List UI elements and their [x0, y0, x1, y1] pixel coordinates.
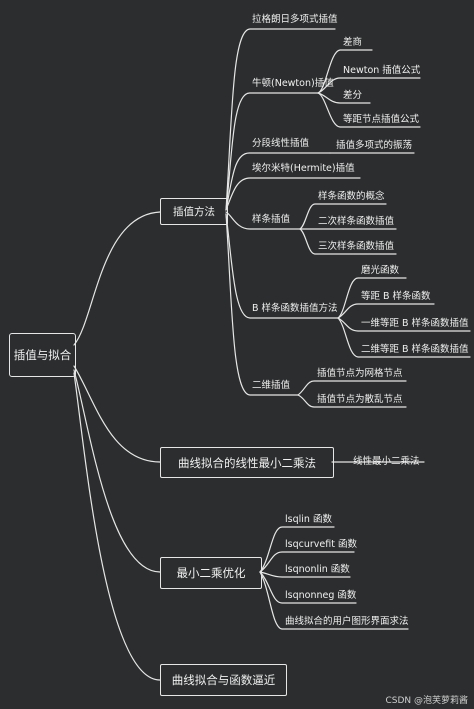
link-root-linfit [73, 365, 161, 463]
leaf-newton-formula[interactable]: Newton 插值公式 [343, 65, 421, 76]
node-2d-interpolation[interactable]: 二维插值 [252, 380, 291, 391]
leaf-lsqnonlin[interactable]: lsqnonlin 函数 [285, 564, 350, 575]
branch-least-squares-optimization[interactable]: 最小二乘优化 [160, 557, 262, 589]
leaf-curve-fitting-gui[interactable]: 曲线拟合的用户图形界面求法 [285, 616, 409, 627]
link-lsq-c1 [259, 551, 355, 573]
link-spline-c2 [299, 228, 397, 255]
link-root-lsq [73, 369, 161, 573]
branch-curve-fitting-approximation[interactable]: 曲线拟合与函数逼近 [160, 664, 287, 696]
leaf-lsqlin[interactable]: lsqlin 函数 [285, 514, 332, 525]
link-newton-c2 [317, 92, 371, 104]
branch-linear-least-squares-fitting[interactable]: 曲线拟合的线性最小二乘法 [160, 447, 334, 478]
node-hermite[interactable]: 埃尔米特(Hermite)插值 [252, 163, 355, 174]
link-interp-twod [225, 213, 299, 396]
leaf-difference[interactable]: 差分 [343, 90, 363, 101]
leaf-smoothing-function[interactable]: 磨光函数 [361, 265, 400, 276]
link-bspline-c3 [337, 317, 471, 358]
link-root-interp [73, 211, 161, 346]
leaf-divided-difference[interactable]: 差商 [343, 37, 363, 48]
node-newton[interactable]: 牛顿(Newton)插值 [252, 78, 334, 89]
link-interp-lagrange [225, 28, 336, 211]
watermark-credit: CSDN @泡芙萝莉酱 [385, 696, 468, 706]
link-bspline-c0 [337, 277, 407, 319]
branch-interpolation-methods[interactable]: 插值方法 [160, 198, 228, 225]
link-bspline-c2 [337, 317, 471, 332]
link-twod-c1 [297, 394, 407, 408]
link-root-approx [73, 372, 161, 681]
leaf-quadratic-spline[interactable]: 二次样条函数插值 [318, 216, 395, 227]
link-spline-c0 [299, 203, 387, 230]
leaf-linear-least-squares[interactable]: 线性最小二乘法 [353, 456, 420, 467]
leaf-1d-bspline-interp[interactable]: 一维等距 B 样条函数插值 [361, 318, 469, 329]
leaf-equidistant-formula[interactable]: 等距节点插值公式 [343, 114, 420, 125]
link-bspline-c1 [337, 303, 435, 319]
link-lsq-c2 [259, 571, 351, 578]
node-spline[interactable]: 样条插值 [252, 214, 291, 225]
node-piecewise-linear[interactable]: 分段线性插值 [252, 138, 310, 149]
leaf-grid-nodes[interactable]: 插值节点为网格节点 [317, 368, 403, 379]
link-interp-bspline [225, 213, 339, 319]
node-lagrange[interactable]: 拉格朗日多项式插值 [252, 14, 338, 25]
leaf-cubic-spline[interactable]: 三次样条函数插值 [318, 241, 395, 252]
leaf-equidistant-bspline[interactable]: 等距 B 样条函数 [361, 291, 431, 302]
link-newton-c0 [317, 49, 373, 94]
root-node[interactable]: 插值与拟合 [9, 333, 76, 377]
link-lsq-c3 [259, 571, 357, 604]
link-newton-c1 [317, 77, 421, 94]
leaf-2d-bspline-interp[interactable]: 二维等距 B 样条函数插值 [361, 344, 469, 355]
leaf-lsqnonneg[interactable]: lsqnonneg 函数 [285, 590, 357, 601]
link-lsq-c4 [259, 571, 409, 630]
leaf-spline-concept[interactable]: 样条函数的概念 [318, 191, 385, 202]
link-interp-newton [225, 92, 319, 211]
leaf-lsqcurvefit[interactable]: lsqcurvefit 函数 [285, 539, 357, 550]
leaf-polynomial-oscillation[interactable]: 插值多项式的振荡 [336, 140, 413, 151]
link-lsq-c0 [259, 526, 335, 573]
leaf-scattered-nodes[interactable]: 插值节点为散乱节点 [317, 394, 403, 405]
link-twod-c0 [297, 380, 407, 396]
node-bspline[interactable]: B 样条函数插值方法 [252, 303, 338, 314]
link-newton-c3 [317, 92, 421, 128]
